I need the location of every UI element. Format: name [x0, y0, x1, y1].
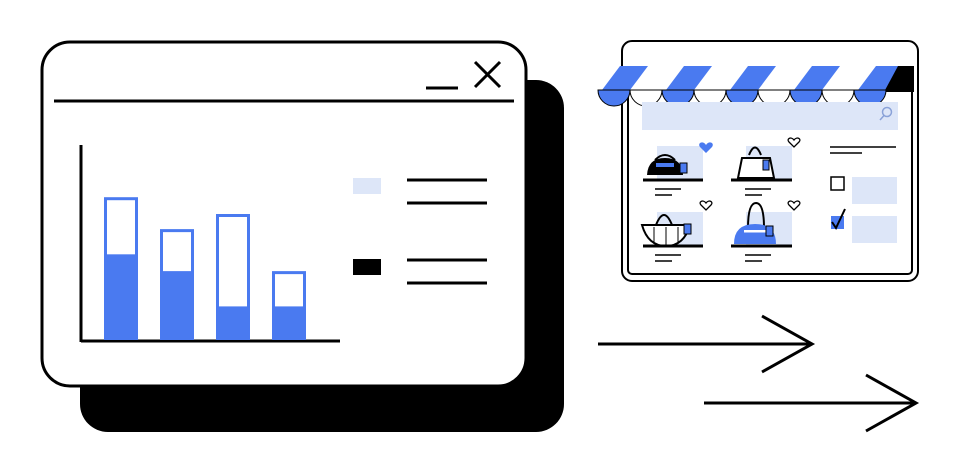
search-icon[interactable] [879, 106, 893, 121]
filter-option[interactable] [852, 177, 897, 204]
handbag-icon [647, 154, 688, 175]
filter-heading-lines [830, 146, 896, 154]
heart-icon[interactable] [787, 137, 801, 148]
close-icon[interactable] [473, 60, 502, 89]
bar-segment-filled [272, 306, 306, 340]
filter-checkbox[interactable] [830, 176, 845, 191]
arrow-right-icon [704, 373, 920, 433]
product-card[interactable] [640, 200, 713, 262]
bar-segment-empty [160, 229, 194, 275]
bar-segment-empty [104, 197, 138, 258]
bar-segment-empty [216, 214, 250, 310]
chart-bars [104, 197, 306, 340]
chart-axes [79, 145, 340, 343]
analytics-window [40, 40, 564, 432]
tote-bag-icon [736, 146, 776, 179]
heart-icon[interactable] [699, 142, 713, 153]
filter-option[interactable] [852, 216, 897, 243]
bar-segment-empty [272, 271, 306, 310]
product-card[interactable] [643, 142, 713, 196]
filter-panel [830, 146, 897, 243]
legend-label-lines [407, 178, 487, 205]
heart-icon[interactable] [787, 200, 801, 211]
legend-swatch-light [353, 178, 381, 194]
chart-legend [353, 178, 487, 285]
bar-segment-filled [160, 271, 194, 340]
satchel-icon [734, 201, 776, 244]
product-card[interactable] [731, 200, 801, 262]
arrow-right-icon [598, 314, 816, 374]
checkmark-icon [831, 208, 846, 231]
shop-window [597, 40, 919, 282]
heart-icon[interactable] [699, 200, 713, 211]
legend-swatch-dark [353, 259, 381, 275]
legend-label-lines [407, 258, 487, 285]
bar-segment-filled [104, 254, 138, 340]
shop-search-bar[interactable] [642, 102, 898, 130]
bar-segment-filled [216, 306, 250, 340]
product-card[interactable] [731, 137, 801, 196]
